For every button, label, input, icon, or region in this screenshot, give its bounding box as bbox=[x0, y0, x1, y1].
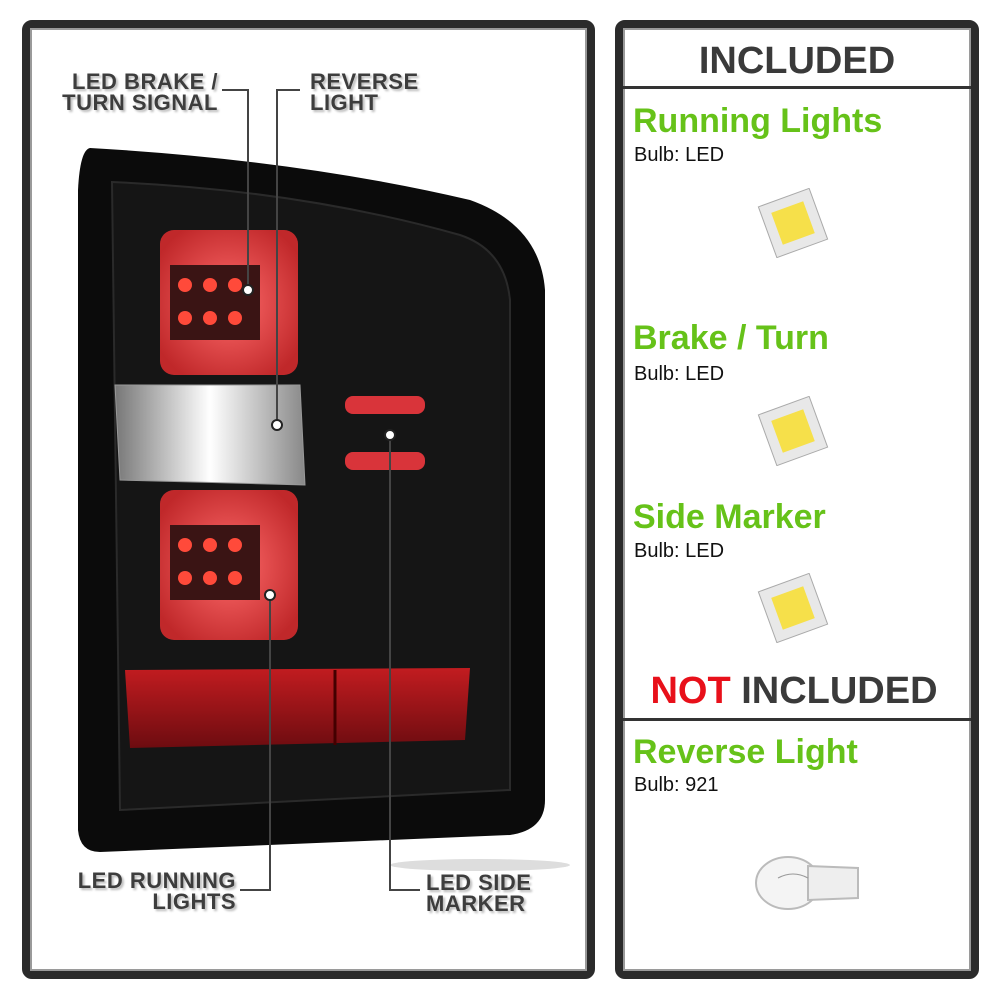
callout-line: LIGHTS bbox=[152, 889, 236, 914]
tail-light-image bbox=[78, 89, 570, 891]
callout-line: MARKER bbox=[426, 891, 526, 916]
wedge-bulb-icon bbox=[755, 856, 859, 910]
led-chip-icon bbox=[757, 573, 829, 643]
item-bulb: Bulb: 921 bbox=[634, 774, 719, 796]
item-bulb: Bulb: LED bbox=[634, 540, 725, 562]
divider bbox=[623, 718, 971, 721]
item-name: Reverse Light bbox=[633, 733, 858, 771]
item-name: Side Marker bbox=[633, 498, 826, 536]
callout-brake-turn: LED BRAKE / TURN SIGNAL bbox=[38, 69, 218, 115]
led-chip-icon bbox=[757, 396, 829, 466]
not-label: NOT bbox=[650, 670, 731, 712]
callout-line: REVERSE bbox=[310, 69, 419, 94]
led-chip-icon bbox=[757, 188, 829, 258]
callout-line: LED SIDE bbox=[426, 870, 532, 895]
callout-reverse: REVERSE LIGHT bbox=[310, 69, 419, 115]
included-label: INCLUDED bbox=[730, 670, 938, 712]
callout-line: LIGHT bbox=[310, 90, 379, 115]
item-bulb: Bulb: LED bbox=[634, 144, 725, 166]
callout-side-marker: LED SIDE MARKER bbox=[426, 870, 532, 916]
included-heading: INCLUDED bbox=[698, 40, 896, 82]
callout-line: LED RUNNING bbox=[77, 868, 236, 893]
not-included-heading: NOT INCLUDED bbox=[617, 670, 971, 713]
bulb-info-panel: INCLUDED Running Lights Bulb: LED Brake … bbox=[615, 20, 979, 979]
divider bbox=[623, 86, 971, 89]
item-name: Running Lights bbox=[633, 102, 883, 140]
callout-running: LED RUNNING LIGHTS bbox=[40, 868, 236, 914]
callout-line: TURN SIGNAL bbox=[62, 90, 218, 115]
item-bulb: Bulb: LED bbox=[634, 363, 725, 385]
callout-line: LED BRAKE / bbox=[71, 69, 218, 94]
item-name: Brake / Turn bbox=[633, 319, 829, 357]
